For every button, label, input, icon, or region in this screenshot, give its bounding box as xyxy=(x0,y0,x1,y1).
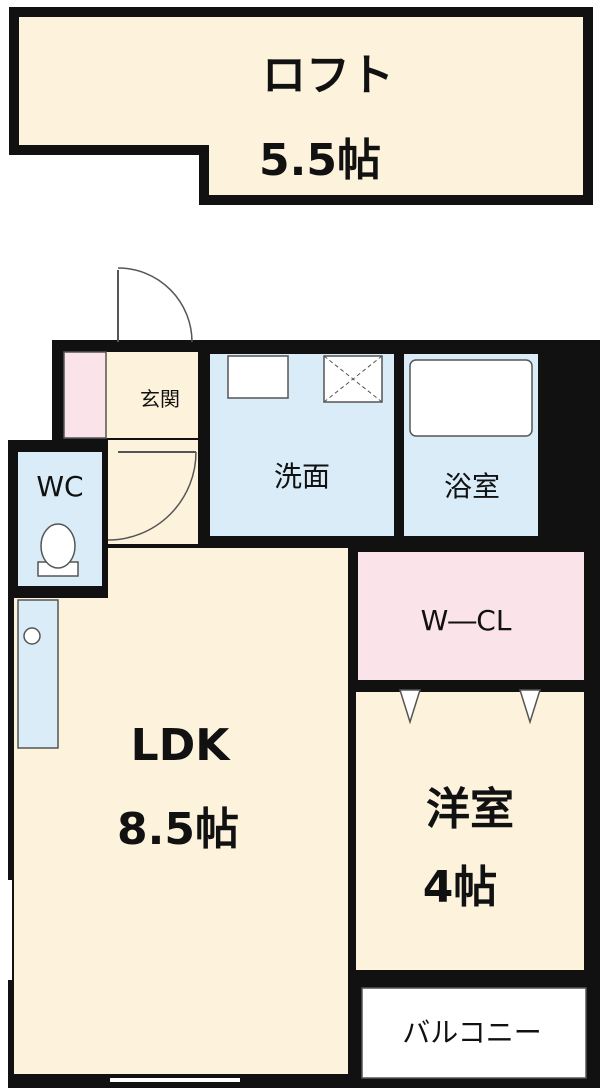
hallway-floor xyxy=(108,440,198,544)
washbasin xyxy=(227,355,289,399)
ldk-floor-upper xyxy=(108,548,348,608)
washing-machine xyxy=(323,355,383,403)
entrance-door-arc xyxy=(117,267,193,343)
youshitsu-label: 洋室 xyxy=(426,784,514,835)
loft-label: ロフト xyxy=(262,50,394,101)
balcony-label: バルコニー xyxy=(402,1016,541,1049)
ldk-size: 8.5帖 xyxy=(117,804,239,855)
wcl-floor xyxy=(358,552,584,680)
kitchen-sink xyxy=(23,627,41,645)
kitchen-counter xyxy=(17,599,59,749)
closet-door-marker-1 xyxy=(398,689,422,725)
ldk-label: LDK xyxy=(131,720,232,771)
yokushitsu-label: 浴室 xyxy=(444,470,500,503)
wc-label: WC xyxy=(36,470,83,503)
genkan-label: 玄関 xyxy=(140,387,180,411)
ldk-floor xyxy=(14,598,348,1074)
genkan-shoebox xyxy=(63,351,107,439)
wc-door-arc xyxy=(107,451,197,541)
toilet-bowl xyxy=(40,523,76,569)
balcony-floor xyxy=(361,987,587,1079)
youshitsu-floor xyxy=(356,692,584,970)
senmen-label: 洗面 xyxy=(274,460,330,493)
loft-size: 5.5帖 xyxy=(259,135,381,186)
youshitsu-size: 4帖 xyxy=(423,862,498,913)
wcl-label: W―CL xyxy=(421,604,512,637)
washing-machine-x2 xyxy=(323,355,383,403)
bathtub xyxy=(409,359,533,437)
loft-room xyxy=(9,7,593,205)
closet-door-marker-2 xyxy=(518,689,542,725)
genkan-floor xyxy=(106,352,198,438)
